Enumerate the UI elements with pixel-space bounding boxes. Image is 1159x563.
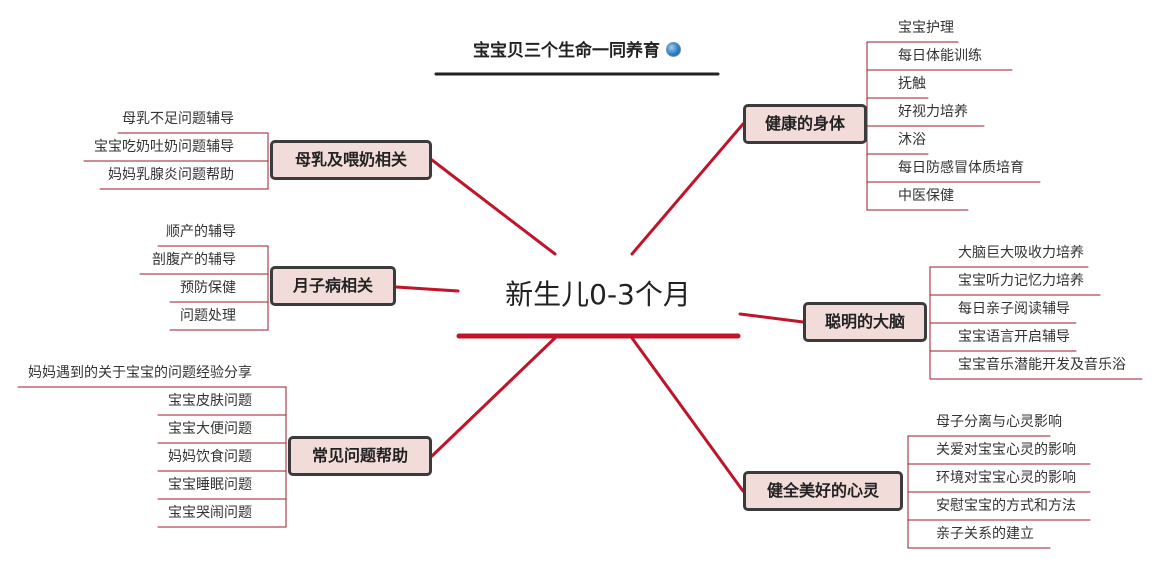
globe-icon	[666, 42, 681, 57]
subtopic-reading[interactable]: 每日亲子阅读辅导	[958, 301, 1070, 317]
branch-common-problems	[430, 336, 557, 458]
branch-smart-brain	[738, 312, 805, 324]
topic-healthy-body[interactable]: 健康的身体	[743, 104, 867, 144]
subtopic-environment[interactable]: 环境对宝宝心灵的影响	[936, 470, 1076, 486]
subtopic-hearing-memory[interactable]: 宝宝听力记忆力培养	[958, 273, 1084, 289]
branch-healthy-mind	[630, 336, 745, 493]
subtopic-prevention[interactable]: 预防保健	[180, 280, 236, 296]
subtopic-comforting[interactable]: 安慰宝宝的方式和方法	[936, 498, 1076, 514]
header-title: 宝宝贝三个生命一同养育	[473, 41, 660, 61]
subtopic-mastitis[interactable]: 妈妈乳腺炎问题帮助	[108, 167, 234, 183]
subtopic-bathing[interactable]: 沐浴	[898, 132, 926, 148]
subtopic-cesarean[interactable]: 剖腹产的辅导	[152, 252, 236, 268]
subtopic-baby-care[interactable]: 宝宝护理	[898, 20, 954, 36]
topic-postpartum[interactable]: 月子病相关	[270, 266, 396, 306]
central-topic[interactable]: 新生儿0-3个月	[505, 278, 691, 311]
subtopic-treatment[interactable]: 问题处理	[180, 308, 236, 324]
subtopic-bonding[interactable]: 亲子关系的建立	[936, 526, 1034, 542]
subtopic-sleep[interactable]: 宝宝睡眠问题	[168, 477, 252, 493]
subtopic-tcm-care[interactable]: 中医保健	[898, 188, 954, 204]
topic-common-problems[interactable]: 常见问题帮助	[288, 436, 432, 476]
subtopic-mom-diet[interactable]: 妈妈饮食问题	[168, 449, 252, 465]
subtopic-daily-fitness[interactable]: 每日体能训练	[898, 48, 982, 64]
subtopic-spit-up[interactable]: 宝宝吃奶吐奶问题辅导	[94, 139, 234, 155]
branch-postpartum	[394, 285, 460, 293]
subtopic-low-milk[interactable]: 母乳不足问题辅导	[122, 111, 234, 127]
branch-healthy-body	[630, 122, 745, 256]
subtopic-crying[interactable]: 宝宝哭闹问题	[168, 505, 252, 521]
subtopic-language[interactable]: 宝宝语言开启辅导	[958, 329, 1070, 345]
subtopic-eyesight[interactable]: 好视力培养	[898, 104, 968, 120]
subtopic-cold-prevention[interactable]: 每日防感冒体质培育	[898, 160, 1024, 176]
subtopic-care-influence[interactable]: 关爱对宝宝心灵的影响	[936, 442, 1076, 458]
topic-healthy-mind[interactable]: 健全美好的心灵	[743, 471, 903, 511]
subtopic-music[interactable]: 宝宝音乐潜能开发及音乐浴	[958, 357, 1126, 373]
branch-breastfeeding	[430, 158, 557, 256]
topic-breastfeeding[interactable]: 母乳及喂奶相关	[270, 140, 432, 180]
subtopic-stool[interactable]: 宝宝大便问题	[168, 421, 252, 437]
subtopic-massage[interactable]: 抚触	[898, 76, 926, 92]
subtopic-brain-absorption[interactable]: 大脑巨大吸收力培养	[958, 245, 1084, 261]
map-header: 宝宝贝三个生命一同养育	[436, 38, 718, 64]
subtopic-experience-sharing[interactable]: 妈妈遇到的关于宝宝的问题经验分享	[28, 365, 252, 381]
topic-smart-brain[interactable]: 聪明的大脑	[803, 302, 927, 342]
subtopic-natural-birth[interactable]: 顺产的辅导	[166, 224, 236, 240]
subtopic-separation[interactable]: 母子分离与心灵影响	[936, 414, 1062, 430]
subtopic-skin[interactable]: 宝宝皮肤问题	[168, 393, 252, 409]
